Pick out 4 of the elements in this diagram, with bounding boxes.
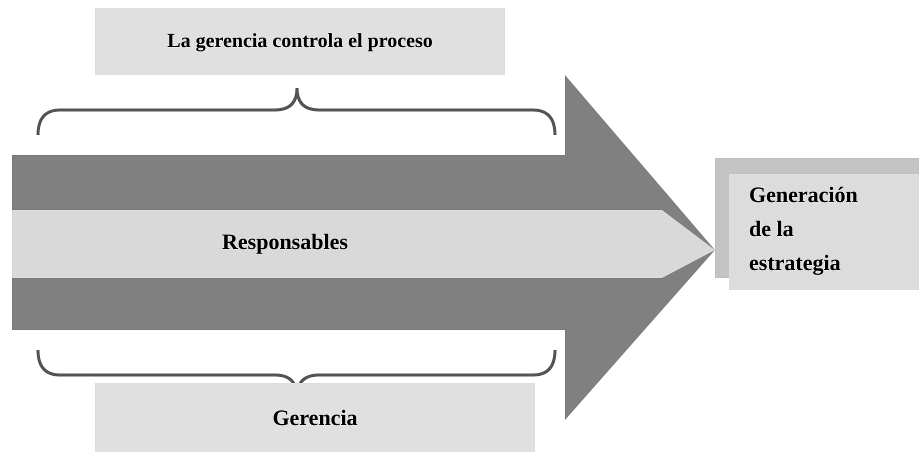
edge-label: Responsables — [222, 229, 348, 255]
text-box: Gerencia — [95, 383, 535, 452]
text-box: Generación de la estrategia — [729, 174, 919, 290]
text-box: La gerencia controla el proceso — [95, 8, 505, 75]
